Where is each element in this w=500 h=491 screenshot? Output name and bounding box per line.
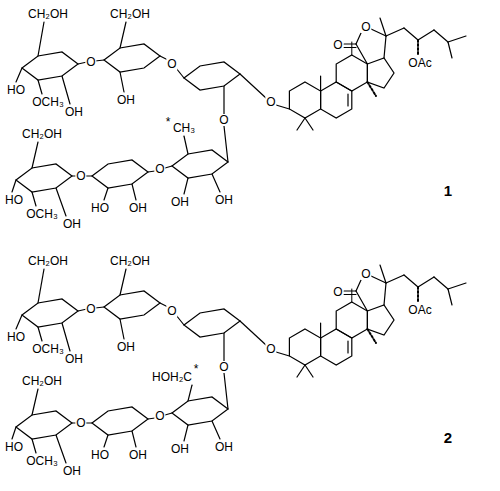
compound-number: 2	[443, 430, 453, 445]
atom-label: HO	[90, 449, 110, 461]
atom-label: OH	[128, 202, 148, 214]
atom-label: O	[360, 268, 371, 280]
atom-label: O	[166, 305, 177, 317]
atom-label: O	[85, 56, 96, 68]
atom-label: OH	[116, 341, 136, 353]
atom-label: OH	[116, 94, 136, 106]
atom-label: O	[360, 21, 371, 33]
atom-label: OH	[214, 441, 234, 453]
atom-label: CH₂OH	[109, 255, 151, 267]
atom-label: O	[166, 58, 177, 70]
atom-label: CH₃	[172, 122, 196, 134]
atom-label: O	[85, 303, 96, 315]
compound-number: 1	[443, 183, 453, 198]
atom-label: O	[265, 343, 276, 355]
atom-label: OH	[64, 106, 84, 118]
atom-label: OH	[62, 218, 82, 230]
atom-label: CH₂OH	[27, 8, 69, 20]
atom-label: OAc	[407, 304, 432, 316]
atom-label: O	[218, 361, 229, 373]
atom-label: HO	[4, 441, 24, 453]
atom-label: O	[75, 417, 86, 429]
atom-label: O	[75, 170, 86, 182]
atom-label: HO	[4, 194, 24, 206]
atom-label: OCH₃	[25, 208, 59, 220]
atom-label: HOH₂C	[151, 371, 193, 383]
atom-label: OH	[128, 449, 148, 461]
atom-label: OCH₃	[25, 455, 59, 467]
atom-label: OH	[64, 353, 84, 365]
atom-label: O	[218, 114, 229, 126]
atom-label: HO	[90, 202, 110, 214]
atom-label: O	[332, 39, 343, 51]
atom-label: OH	[170, 196, 190, 208]
atom-label: OH	[170, 443, 190, 455]
atom-label: CH₂OH	[109, 8, 151, 20]
atom-label: CH₂OH	[21, 128, 63, 140]
atom-label: O	[154, 163, 165, 175]
atom-label: HO	[6, 84, 26, 96]
atom-label: O	[154, 410, 165, 422]
atom-label: O	[265, 96, 276, 108]
atom-label: O	[332, 286, 343, 298]
atom-label: OH	[214, 194, 234, 206]
atom-label: CH₂OH	[27, 255, 69, 267]
atom-label: *	[193, 363, 200, 375]
atom-label: HO	[6, 331, 26, 343]
atom-label: OH	[62, 465, 82, 477]
atom-label: OCH₃	[31, 96, 65, 108]
atom-label: CH₂OH	[21, 375, 63, 387]
atom-label: *	[165, 116, 172, 128]
atom-label: OAc	[407, 57, 432, 69]
atom-label: OCH₃	[31, 343, 65, 355]
